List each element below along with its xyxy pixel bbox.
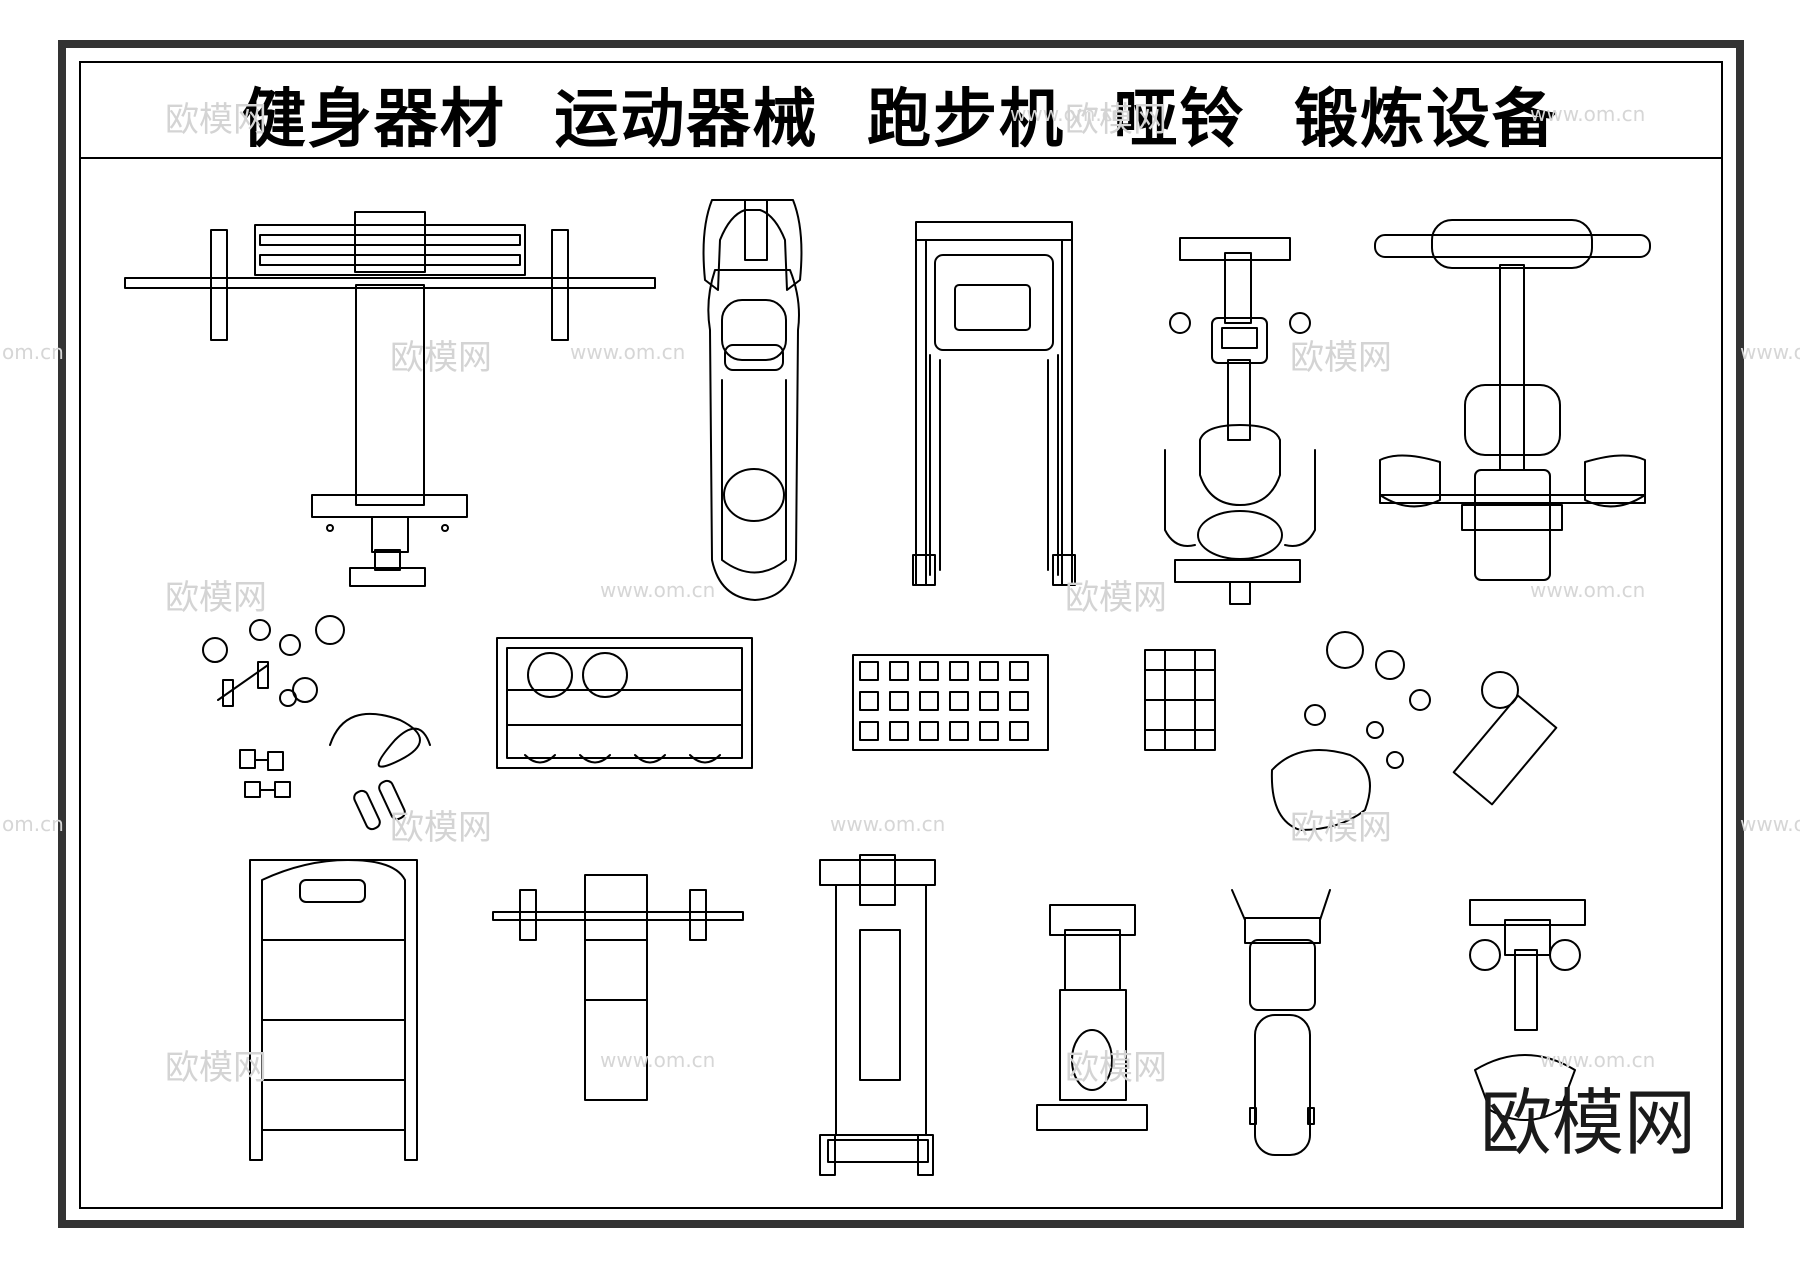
rowing-machine	[702, 199, 803, 601]
small-weight-rack	[1144, 649, 1216, 751]
flat-bench-with-barbell	[492, 874, 744, 1101]
outer-frame	[58, 40, 1744, 1228]
brand-logo: 欧模网	[1479, 1081, 1696, 1165]
dumbbell-rack	[852, 654, 1049, 751]
inner-frame	[79, 61, 1723, 1209]
exercise-bike	[1164, 237, 1316, 605]
ball-rack	[496, 637, 753, 769]
kettlebells-and-yoga-mat	[1270, 631, 1558, 831]
step-ladder-machine	[249, 859, 418, 1161]
lat-pulldown-machine	[1374, 219, 1651, 581]
recumbent-bike	[1469, 899, 1586, 1121]
spin-bike	[1036, 904, 1148, 1131]
dumbbells-and-jump-rope	[202, 615, 431, 831]
ab-trainer	[1231, 889, 1331, 1156]
page-title: 健身器材 运动器械 跑步机 哑铃 锻炼设备	[241, 83, 1559, 157]
treadmill	[912, 221, 1076, 586]
elliptical-trainer	[819, 854, 936, 1176]
weight-bench-with-barbell	[124, 211, 656, 587]
